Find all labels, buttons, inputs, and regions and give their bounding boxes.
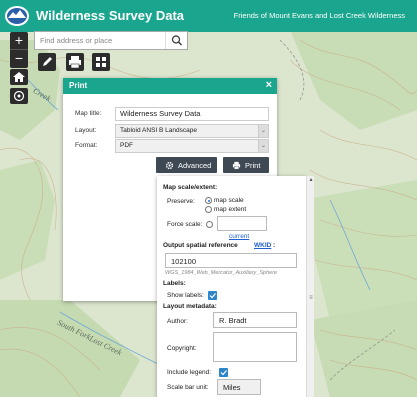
wkid-description: WGS_1984_Web_Mercator_Auxiliary_Sphere	[165, 270, 278, 276]
chevron-down-icon: ⌄	[258, 140, 268, 152]
close-icon[interactable]: ×	[265, 79, 272, 91]
zoom-out-button[interactable]: −	[14, 50, 24, 66]
app-logo-icon	[5, 6, 29, 26]
printer-icon	[232, 161, 241, 170]
current-scale-link[interactable]: current	[229, 233, 250, 240]
search-input[interactable]	[35, 32, 165, 49]
author-input[interactable]: R. Bradt	[213, 312, 297, 328]
show-labels-label: Show labels:	[167, 292, 204, 299]
scroll-grip-icon[interactable]: ≡	[309, 295, 313, 301]
preserve-label: Preserve:	[167, 198, 195, 205]
print-panel-header: Print ×	[63, 78, 277, 94]
checkmark-icon	[220, 370, 227, 376]
preserve-map-extent-radio[interactable]	[205, 206, 212, 213]
include-legend-checkbox[interactable]	[219, 368, 228, 377]
chevron-down-icon: ⌄	[258, 125, 268, 137]
wkid-colon: :	[273, 242, 276, 249]
advanced-button[interactable]: Advanced	[156, 157, 217, 173]
printer-icon	[69, 56, 81, 69]
copyright-input[interactable]	[213, 332, 297, 362]
gear-icon	[165, 161, 174, 170]
layout-metadata-heading: Layout metadata:	[163, 303, 217, 310]
checkmark-icon	[209, 293, 216, 299]
preserve-map-scale-radio[interactable]	[205, 197, 212, 204]
print-panel-title: Print	[69, 81, 88, 90]
map-title-row: Map title: Wilderness Survey Data	[73, 107, 273, 121]
author-label: Author:	[167, 318, 188, 325]
advanced-button-label: Advanced	[178, 161, 212, 170]
app-title: Wilderness Survey Data	[36, 8, 185, 23]
layout-select[interactable]: Tabloid ANSI B Landscape ⌄	[115, 124, 269, 138]
copyright-label: Copyright:	[167, 345, 197, 352]
search-button[interactable]	[165, 32, 187, 49]
locate-button[interactable]	[10, 88, 28, 104]
format-row: Format: PDF ⌄	[73, 139, 273, 153]
scale-bar-unit-select[interactable]: Miles	[217, 379, 261, 395]
force-scale-input[interactable]	[217, 216, 267, 231]
home-button[interactable]	[10, 69, 28, 85]
zoom-in-button[interactable]: +	[10, 32, 28, 50]
labels-heading: Labels:	[163, 280, 186, 287]
map-title-input[interactable]: Wilderness Survey Data	[115, 107, 269, 121]
map-title-label: Map title:	[75, 110, 102, 117]
layout-row: Layout: Tabloid ANSI B Landscape ⌄	[73, 124, 273, 138]
force-scale-checkbox[interactable]	[206, 221, 213, 228]
format-selected-value: PDF	[120, 142, 133, 149]
format-label: Format:	[75, 142, 98, 149]
grid-icon	[96, 57, 106, 67]
layout-label: Layout:	[75, 127, 97, 134]
home-icon	[13, 72, 25, 82]
search-box	[34, 31, 188, 50]
advanced-panel-scrollbar[interactable]: ▴ ≡	[306, 176, 314, 397]
scale-bar-unit-label: Scale bar unit:	[167, 384, 209, 391]
draw-tool-button[interactable]	[38, 53, 56, 71]
scroll-up-arrow-icon[interactable]: ▴	[309, 177, 313, 183]
force-scale-label: Force scale:	[167, 221, 203, 228]
wkid-input[interactable]: 102100	[165, 253, 297, 268]
basemap-gallery-button[interactable]	[92, 53, 110, 71]
format-select[interactable]: PDF ⌄	[115, 139, 269, 153]
wkid-link[interactable]: WKID	[254, 242, 272, 249]
print-button-label: Print	[245, 161, 261, 170]
scale-bar-unit-value: Miles	[223, 383, 241, 392]
app-header: Wilderness Survey Data Friends of Mount …	[0, 0, 417, 32]
advanced-options-panel: Map scale/extent: Preserve: map scale ma…	[157, 176, 306, 397]
search-icon	[171, 35, 182, 46]
layout-selected-value: Tabloid ANSI B Landscape	[120, 127, 197, 134]
app-subtitle: Friends of Mount Evans and Lost Creek Wi…	[233, 11, 405, 20]
locate-icon	[13, 90, 25, 102]
map-scale-heading: Map scale/extent:	[163, 184, 218, 191]
preserve-map-scale-label: map scale	[214, 197, 244, 204]
spatial-reference-heading: Output spatial reference	[163, 242, 238, 249]
show-labels-checkbox[interactable]	[208, 291, 217, 300]
include-legend-label: Include legend:	[167, 369, 212, 376]
zoom-control: + −	[10, 32, 28, 68]
preserve-map-extent-label: map extent	[214, 206, 247, 213]
print-button[interactable]: Print	[223, 157, 269, 173]
pencil-icon	[43, 57, 52, 66]
print-tool-button[interactable]	[66, 53, 84, 71]
